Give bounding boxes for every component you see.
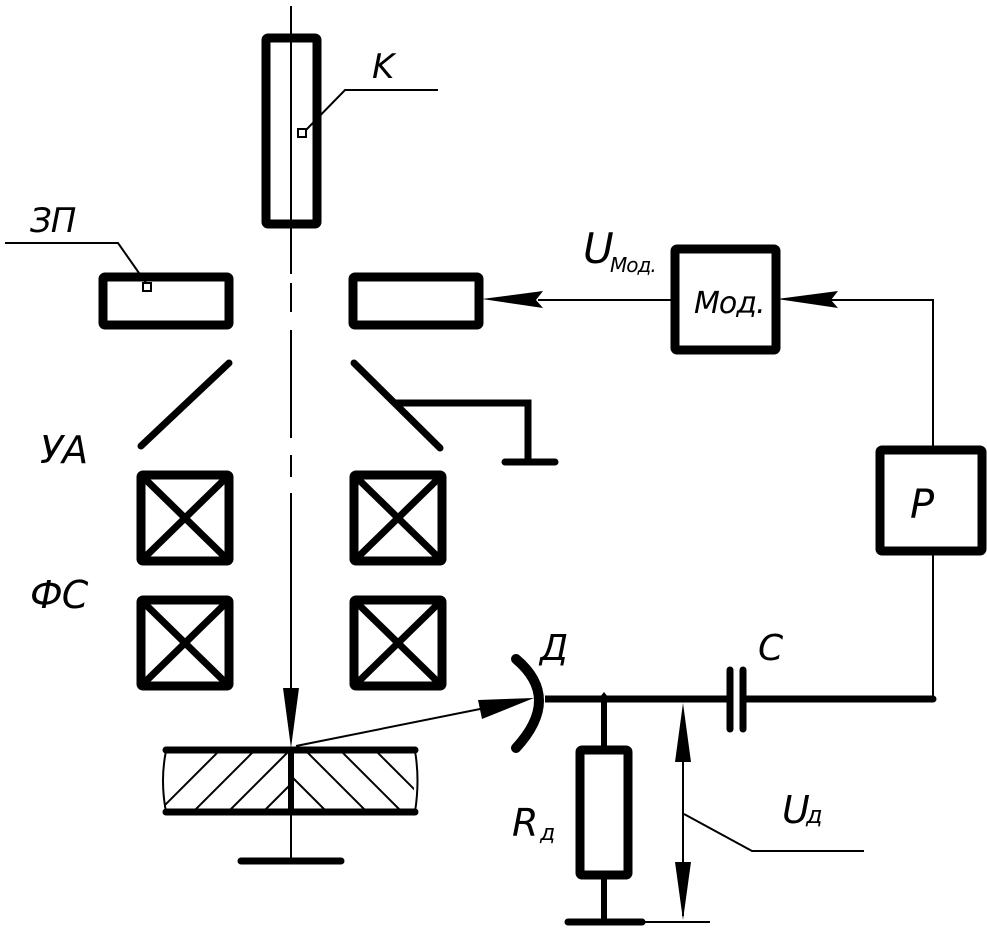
capacitor-label: С	[758, 628, 784, 669]
focusing-coil-top-left	[136, 470, 234, 566]
resistor-label-main: R	[512, 801, 537, 845]
regulator-to-modulator-wire	[830, 299, 934, 450]
control-electrode-leader-line	[5, 242, 147, 284]
regulator-label: Р	[910, 482, 935, 528]
detector-voltage-leader-line	[683, 813, 864, 852]
modulator-label: Мод.	[694, 286, 765, 321]
control-electrode-marker	[142, 282, 152, 292]
focusing-coil-top-right	[349, 470, 447, 566]
workpiece	[162, 746, 419, 816]
control-electrode-right	[348, 272, 484, 330]
modulator-voltage-label-main: U	[583, 224, 613, 273]
control-electrode-label: ЗП	[30, 201, 76, 241]
accelerating-anode-left	[137, 359, 233, 450]
control-electrode-left	[98, 272, 234, 330]
junction-dot	[600, 692, 608, 697]
anode-ground-wire	[395, 399, 532, 462]
detector-voltage-arrowhead-up	[675, 703, 691, 762]
cathode-marker	[297, 128, 307, 138]
focusing-coil-bottom-left	[136, 595, 234, 691]
beam-arrowhead	[283, 688, 299, 748]
reflected-beam-line	[295, 704, 501, 747]
detector-arc	[511, 654, 544, 753]
reflected-beam-arrowhead	[478, 698, 534, 719]
control-electrode-input-arrowhead	[482, 291, 543, 308]
modulator-input-arrowhead	[777, 291, 838, 308]
resistor-body	[575, 745, 633, 880]
regulator-block	[875, 445, 987, 556]
resistor-label-sub: д	[539, 821, 554, 846]
focusing-system-label: ФС	[30, 573, 89, 617]
cathode-body	[261, 33, 322, 229]
accelerating-anode-label: УА	[40, 428, 87, 472]
cathode-leader-line	[305, 89, 438, 131]
detector-label: Д	[538, 628, 567, 669]
focusing-coil-bottom-right	[349, 595, 447, 691]
modulator-voltage-label-sub: Мод.	[610, 253, 656, 277]
cathode-label: K	[372, 47, 397, 87]
detector-voltage-label-sub: д	[805, 801, 822, 829]
detector-voltage-label-main: U	[782, 788, 810, 832]
detector-voltage-arrowhead-down	[675, 862, 691, 920]
